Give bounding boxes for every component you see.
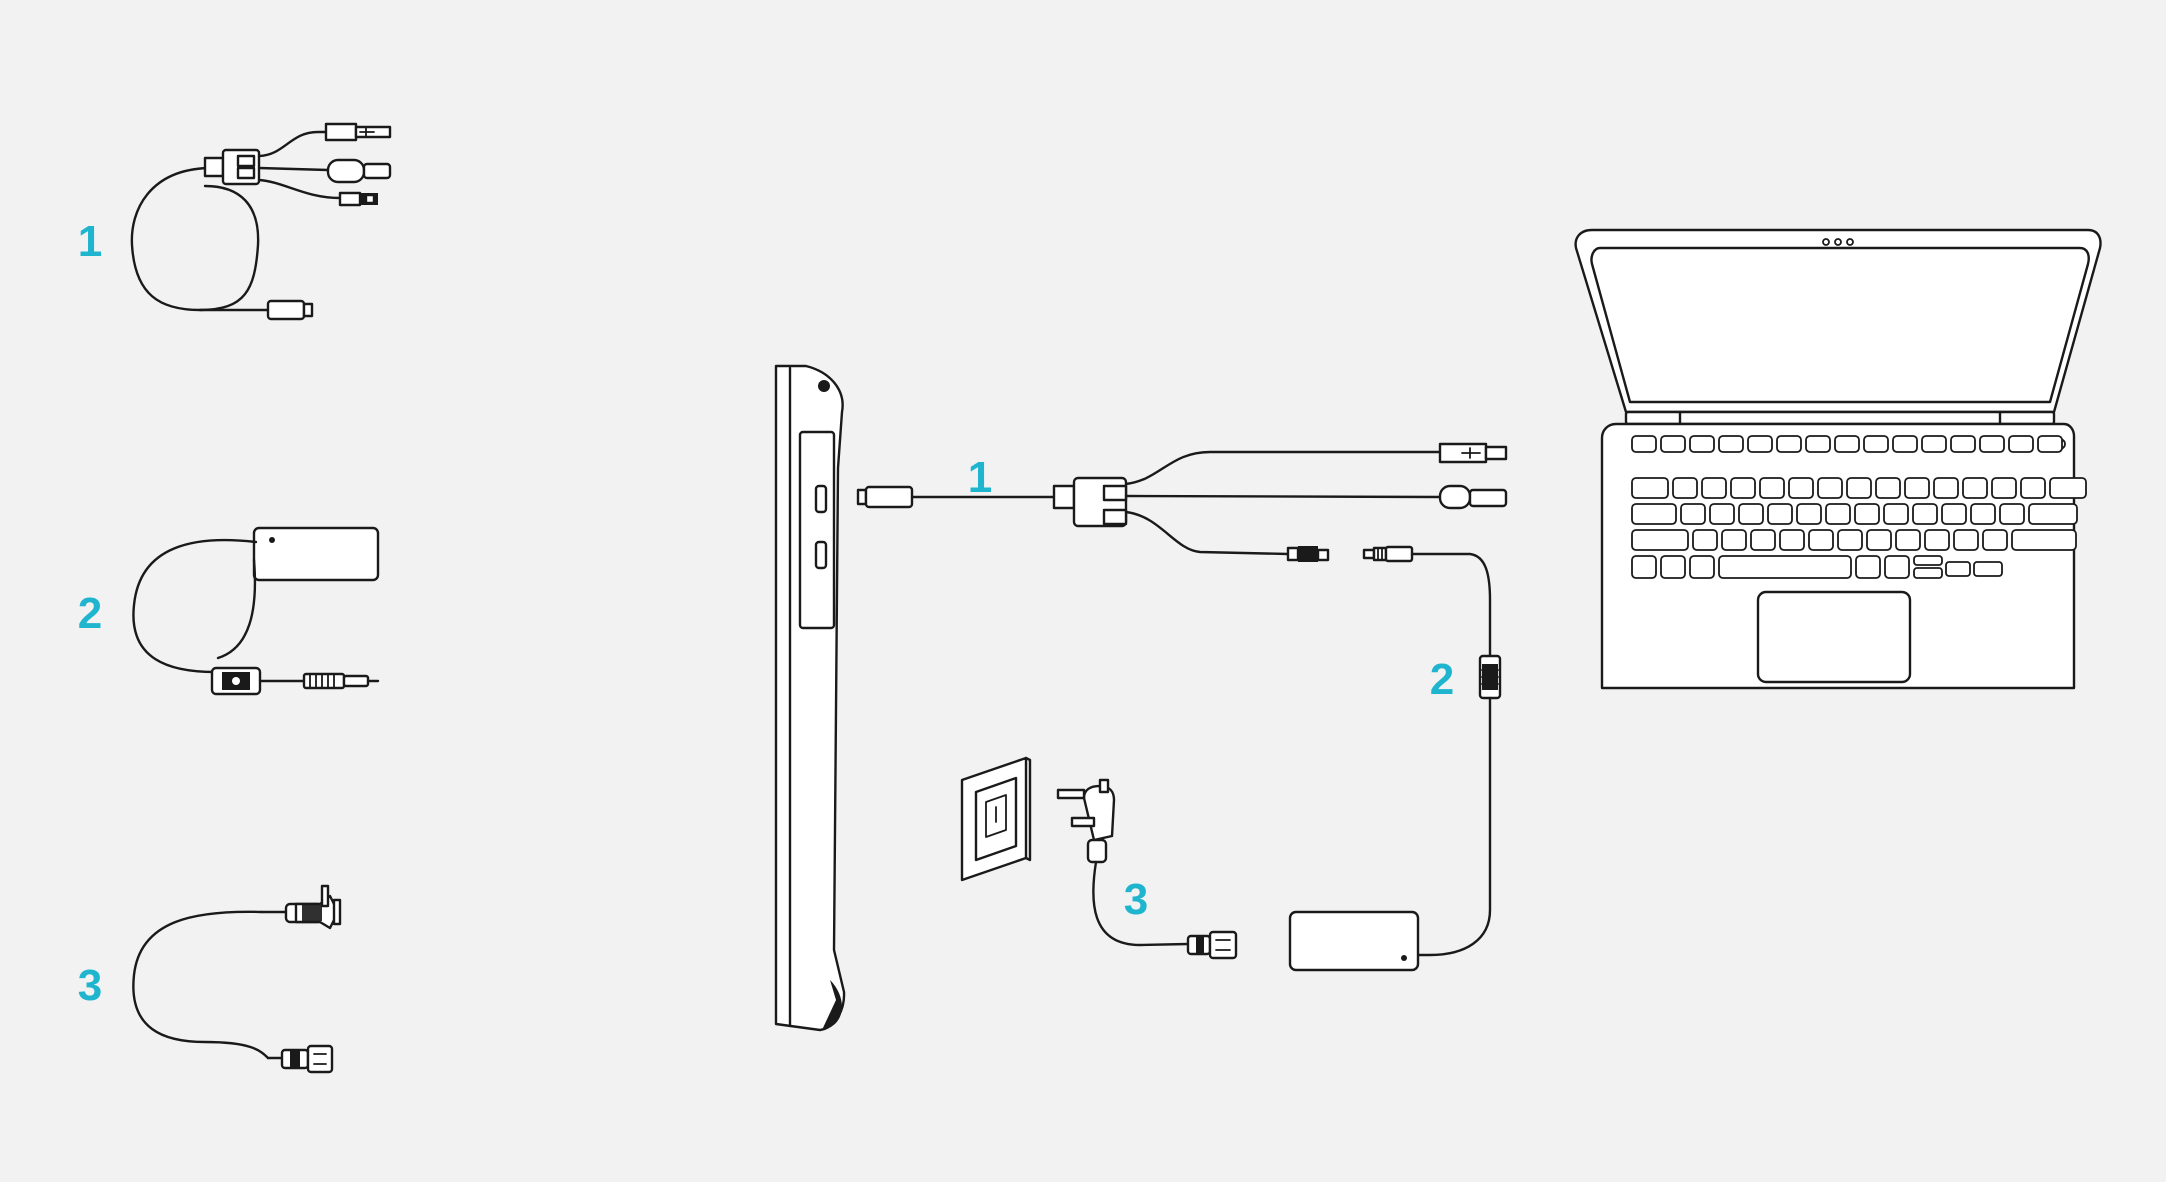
keyboard-key — [1817, 477, 1843, 499]
keyboard-key — [1631, 477, 1669, 499]
cord-connection-number: 3 — [1123, 875, 1149, 924]
laptop-icon — [1574, 228, 2102, 690]
keyboard-key — [1692, 529, 1718, 551]
keyboard-key — [1953, 529, 1979, 551]
component-1-number: 1 — [77, 217, 103, 266]
keyboard-key — [1846, 477, 1872, 499]
keyboard-key — [1979, 435, 2005, 453]
keyboard-key — [1750, 529, 1776, 551]
keyboard-key — [1747, 435, 1773, 453]
keyboard-key — [1808, 529, 1834, 551]
keyboard-key — [1631, 555, 1657, 579]
keyboard-key — [1825, 503, 1851, 525]
power-cord-icon — [132, 884, 342, 1074]
keyboard-key — [1855, 555, 1881, 579]
keyboard-key — [1660, 435, 1686, 453]
keyboard-key — [1921, 435, 1947, 453]
keyboard-key — [1892, 435, 1918, 453]
keyboard-key — [1875, 477, 1901, 499]
keyboard-key — [2037, 435, 2063, 453]
keyboard-key — [2011, 529, 2077, 551]
keyboard-key — [1788, 477, 1814, 499]
keyboard-key — [1701, 477, 1727, 499]
keyboard-key — [1689, 555, 1715, 579]
keyboard-key — [1884, 555, 1910, 579]
keyboard-key — [1759, 477, 1785, 499]
keyboard-key — [1721, 529, 1747, 551]
keyboard-key — [2020, 477, 2046, 499]
keyboard-key — [1982, 529, 2008, 551]
keyboard-key — [1689, 435, 1715, 453]
keyboard-key — [1962, 477, 1988, 499]
keyboard-arrow-key — [1913, 567, 1943, 579]
keyboard-key — [2028, 503, 2078, 525]
pen-display-side-view-icon — [774, 364, 846, 1032]
keyboard-key — [1941, 503, 1967, 525]
keyboard-key — [1970, 503, 1996, 525]
cable-connection-number: 1 — [967, 453, 993, 502]
keyboard-key — [1924, 529, 1950, 551]
wall-socket-icon — [960, 756, 1032, 882]
component-3-number: 3 — [77, 961, 103, 1010]
adapter-connection-number: 2 — [1429, 655, 1455, 704]
connected-power-adapter — [1288, 545, 1502, 972]
keyboard-key — [1991, 477, 2017, 499]
keyboard-key — [1738, 503, 1764, 525]
keyboard — [1631, 435, 2087, 579]
keyboard-key — [1805, 435, 1831, 453]
connected-three-in-one-cable — [856, 442, 1508, 562]
keyboard-key — [1660, 555, 1686, 579]
keyboard-key — [1718, 555, 1852, 579]
keyboard-key — [1854, 503, 1880, 525]
keyboard-key — [1904, 477, 1930, 499]
keyboard-key — [1895, 529, 1921, 551]
keyboard-key — [2049, 477, 2087, 499]
keyboard-key — [1950, 435, 1976, 453]
keyboard-key — [1834, 435, 1860, 453]
keyboard-key — [1672, 477, 1698, 499]
three-in-one-cable-icon — [130, 122, 392, 321]
keyboard-key — [1999, 503, 2025, 525]
keyboard-key — [1796, 503, 1822, 525]
keyboard-key — [1863, 435, 1889, 453]
component-2-number: 2 — [77, 589, 103, 638]
keyboard-key — [1631, 503, 1677, 525]
keyboard-arrow-key — [1945, 561, 1971, 577]
keyboard-key — [1912, 503, 1938, 525]
keyboard-key — [1837, 529, 1863, 551]
keyboard-key — [2008, 435, 2034, 453]
keyboard-arrow-key — [1913, 555, 1943, 566]
keyboard-key — [1730, 477, 1756, 499]
keyboard-key — [1680, 503, 1706, 525]
keyboard-key — [1631, 435, 1657, 453]
keyboard-key — [1776, 435, 1802, 453]
keyboard-key — [1718, 435, 1744, 453]
keyboard-key — [1883, 503, 1909, 525]
keyboard-key — [1709, 503, 1735, 525]
power-adapter-icon — [132, 526, 380, 696]
wall-plug-icon — [1056, 778, 1238, 960]
keyboard-key — [1866, 529, 1892, 551]
keyboard-key — [1933, 477, 1959, 499]
keyboard-arrow-key — [1973, 561, 2003, 577]
keyboard-key — [1779, 529, 1805, 551]
keyboard-key — [1631, 529, 1689, 551]
keyboard-key — [1767, 503, 1793, 525]
